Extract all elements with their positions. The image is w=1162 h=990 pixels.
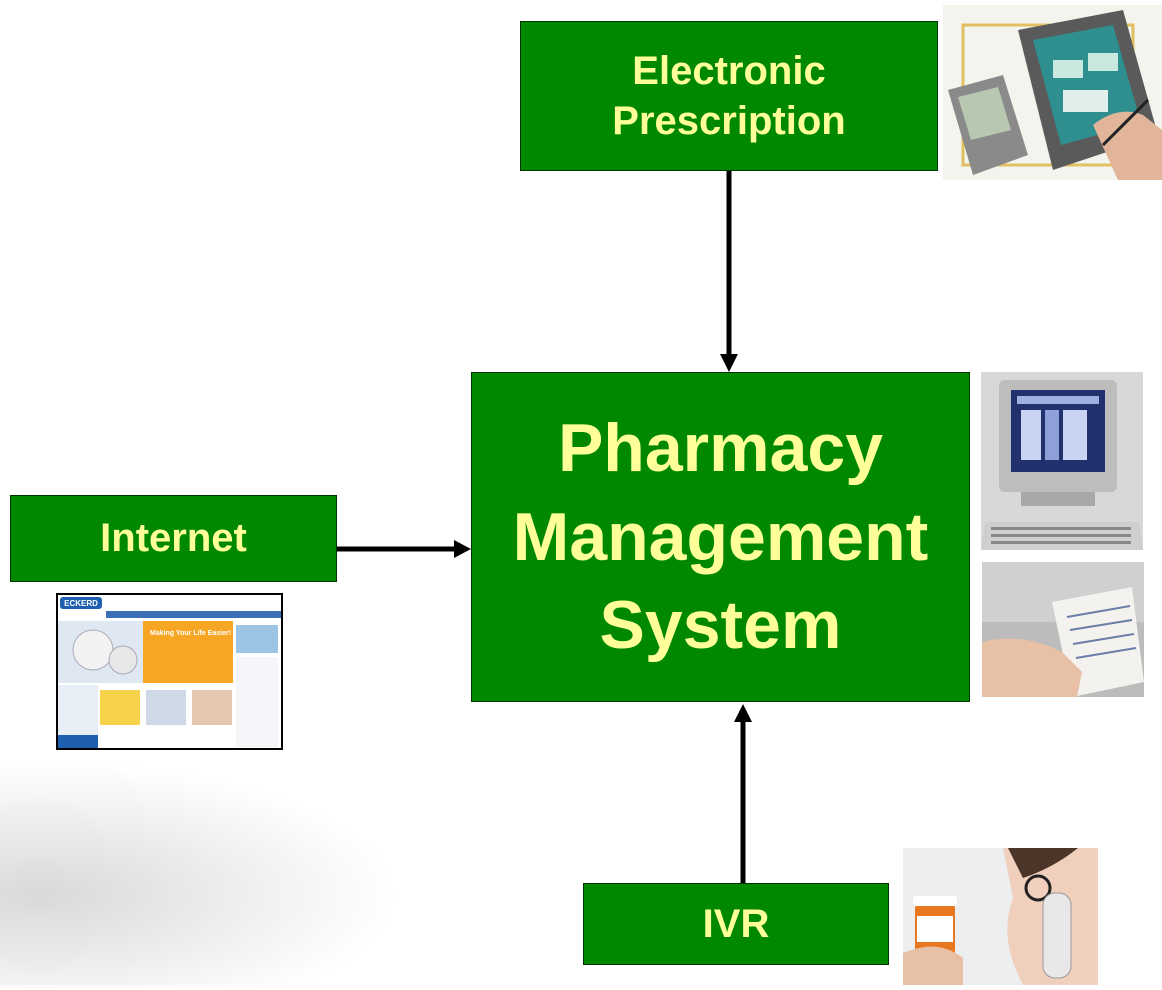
paper-prescription-image [982, 562, 1144, 697]
phone-call-image [903, 848, 1098, 985]
woman-on-phone-icon [903, 848, 1098, 985]
paper-prescription-icon [982, 562, 1144, 697]
pharmacy-management-system-box: Pharmacy Management System [471, 372, 970, 702]
electronic-prescription-label: Electronic Prescription [612, 49, 846, 143]
website-screenshot-image: ECKERD Making Your Life Easier! [56, 593, 283, 750]
computer-image [981, 372, 1143, 550]
website-headline-text: Making Your Life Easier! [150, 630, 231, 637]
arrowhead-eprx-to-pms [720, 354, 738, 372]
website-screenshot-icon: ECKERD Making Your Life Easier! [58, 595, 281, 748]
tablet-pda-icon [943, 5, 1162, 180]
desktop-computer-icon [981, 372, 1143, 550]
arrowhead-ivr-to-pms [734, 704, 752, 722]
arrowhead-internet-to-pms [454, 540, 471, 558]
internet-box: Internet [10, 495, 337, 582]
ivr-box: IVR [583, 883, 889, 965]
tablet-pda-image [943, 5, 1162, 180]
pill-bottle-background [0, 760, 400, 985]
internet-label: Internet [100, 516, 247, 560]
website-logo-text: ECKERD [64, 599, 98, 608]
ivr-label: IVR [702, 901, 770, 946]
electronic-prescription-box: Electronic Prescription [520, 21, 938, 171]
pharmacy-management-system-label: Pharmacy Management System [512, 410, 929, 664]
